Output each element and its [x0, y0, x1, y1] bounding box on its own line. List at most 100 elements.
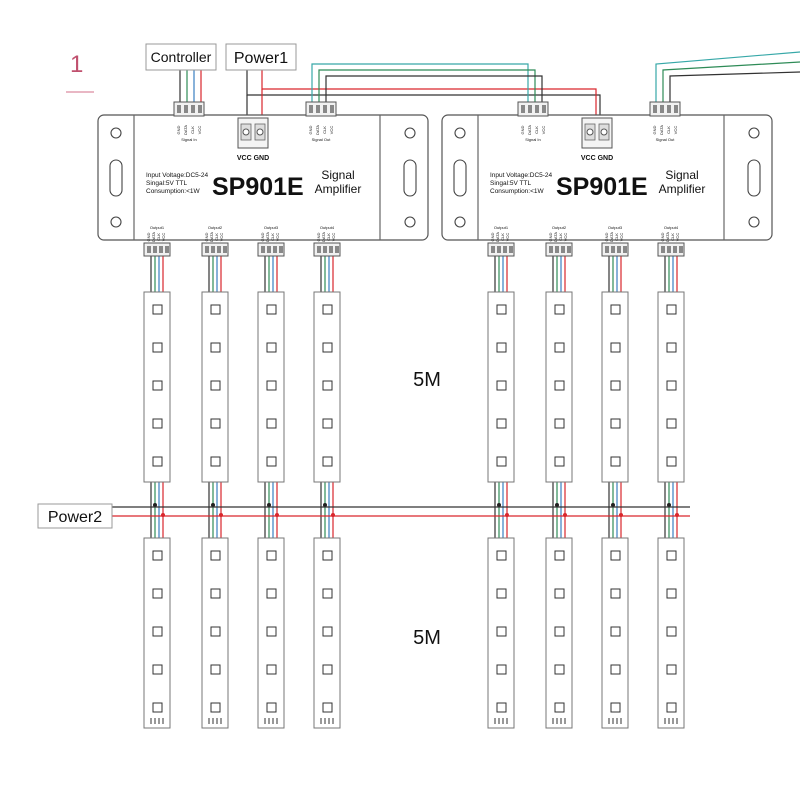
connector-pin	[147, 246, 151, 253]
mounting-hole	[404, 127, 416, 139]
led-chip	[554, 588, 565, 599]
junction-dot	[323, 503, 327, 507]
led-chip	[210, 588, 221, 599]
pin-label: GND	[604, 232, 609, 241]
connector-pin	[549, 246, 553, 253]
led-chip	[322, 664, 333, 675]
pin-label: CLK	[214, 233, 219, 241]
pin-label: CLK	[666, 126, 671, 134]
led-chip	[152, 702, 163, 713]
length-label-top: 5M	[413, 369, 441, 391]
led-chip	[554, 456, 565, 467]
pin-label: GND	[176, 125, 181, 134]
pin-label: VCC	[505, 233, 510, 242]
led-chip	[554, 418, 565, 429]
junction-dot	[497, 503, 501, 507]
pin-label: CLK	[322, 126, 327, 134]
pin-label: CLK	[558, 233, 563, 241]
led-chip	[610, 304, 621, 315]
mounting-hole	[748, 127, 760, 139]
connector-pin	[667, 246, 671, 253]
led-chip	[152, 550, 163, 561]
out-wire-black	[669, 71, 800, 104]
led-chip	[610, 664, 621, 675]
led-chip	[210, 626, 221, 637]
led-chip	[210, 380, 221, 391]
led-chip	[610, 342, 621, 353]
led-strip-upper	[657, 291, 685, 483]
led-chip	[666, 702, 677, 713]
type-line-1: Signal	[321, 168, 354, 182]
led-strip-upper	[545, 291, 573, 483]
pin-label: CLK	[156, 233, 161, 241]
led-strip-upper	[143, 291, 171, 483]
led-strip-lower	[487, 537, 515, 729]
led-chip	[554, 380, 565, 391]
led-chip	[610, 588, 621, 599]
output-label: Output3	[264, 225, 279, 230]
led-chip	[554, 342, 565, 353]
mounting-slot	[109, 159, 123, 197]
connector-pin	[184, 105, 188, 113]
led-chip	[496, 702, 507, 713]
pin-label: DATA	[321, 232, 326, 242]
pin-label: DATA	[527, 125, 532, 135]
spec-voltage: Input Voltage:DC5-24	[146, 172, 209, 179]
led-chip	[210, 456, 221, 467]
led-chip	[152, 456, 163, 467]
led-chip	[152, 418, 163, 429]
pin-label: VCC	[161, 233, 166, 242]
pin-label: CLK	[190, 126, 195, 134]
pin-label: VCC	[675, 233, 680, 242]
led-strip-lower	[313, 537, 341, 729]
led-chip	[666, 380, 677, 391]
connector-pin	[205, 246, 209, 253]
led-chip	[610, 380, 621, 391]
length-label-bottom: 5M	[413, 627, 441, 649]
led-chip	[266, 418, 277, 429]
connector-pin	[535, 105, 539, 113]
power1-vcc-wire	[261, 70, 597, 120]
led-chip	[666, 664, 677, 675]
vcc-gnd-label: VCC GND	[237, 155, 269, 162]
led-chip	[322, 304, 333, 315]
led-chip	[152, 664, 163, 675]
led-chip	[666, 626, 677, 637]
pin-label: DATA	[553, 232, 558, 242]
led-chip	[322, 342, 333, 353]
connector-pin	[177, 105, 181, 113]
led-chip	[666, 304, 677, 315]
vcc-gnd-label: VCC GND	[581, 155, 613, 162]
led-chip	[210, 664, 221, 675]
connector-pin	[542, 105, 546, 113]
led-chip	[554, 626, 565, 637]
pin-label: CLK	[326, 233, 331, 241]
model-name: SP901E	[556, 173, 648, 201]
power1-gnd-wire	[246, 70, 601, 120]
connector-pin	[617, 246, 621, 253]
pin-label: CLK	[670, 233, 675, 241]
mounting-hole	[404, 216, 416, 228]
screw-head	[600, 128, 608, 136]
connector-pin	[267, 246, 271, 253]
led-chip	[210, 550, 221, 561]
led-chip	[152, 588, 163, 599]
pin-label: CLK	[270, 233, 275, 241]
mounting-hole	[110, 127, 122, 139]
mounting-hole	[748, 216, 760, 228]
led-chip	[210, 304, 221, 315]
mounting-hole	[454, 127, 466, 139]
led-chip	[266, 342, 277, 353]
led-chip	[666, 342, 677, 353]
connector-pin	[309, 105, 313, 113]
pin-label: VCC	[563, 233, 568, 242]
led-chip	[152, 626, 163, 637]
led-chip	[496, 588, 507, 599]
output-label: Output4	[320, 225, 335, 230]
led-chip	[496, 304, 507, 315]
signal-in-connector	[173, 101, 205, 117]
led-strip-upper	[487, 291, 515, 483]
connector-pin	[279, 246, 283, 253]
chain-wire-green	[318, 69, 536, 104]
